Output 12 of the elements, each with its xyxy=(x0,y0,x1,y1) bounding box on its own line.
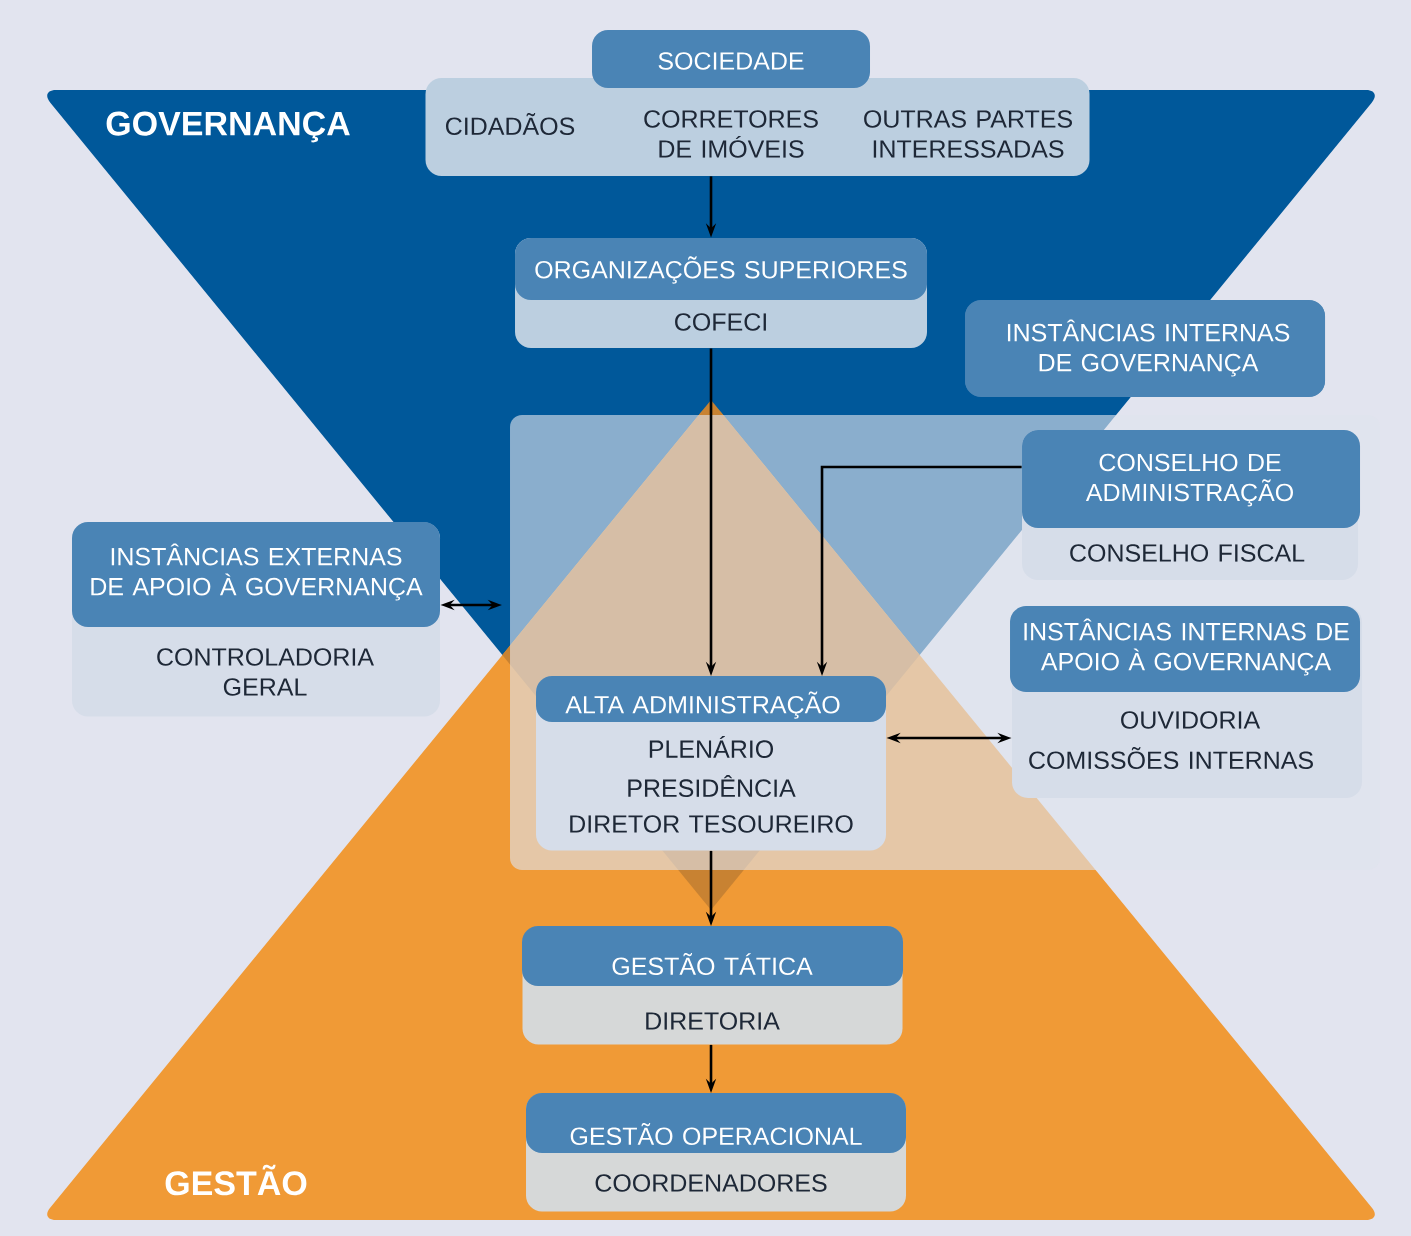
internal-support-box: INSTÂNCIAS INTERNAS DE APOIO À GOVERNANÇA OUVIDORIA COMISSÕES INTERNAS xyxy=(1010,606,1362,798)
operational-box: GESTÃO OPERACIONAL COORDENADORES xyxy=(526,1093,906,1212)
management-title: GESTÃO xyxy=(165,1164,307,1196)
governance-title: GOVERNANÇA xyxy=(106,111,350,143)
tactical-box: GESTÃO TÁTICA DIRETORIA xyxy=(522,926,903,1045)
organization-box: ORGANIZAÇÕES SUPERIORES COFECI xyxy=(515,238,927,348)
administration-box: ALTA ADMINISTRAÇÃO PLENÁRIO PRESIDÊNCIA DIRETOR TESOUREIRO xyxy=(536,676,886,851)
external-box: INSTÂNCIAS EXTERNAS DE APOIO À GOVERNANÇA CONTROLADORIA GERAL xyxy=(72,522,440,717)
stakeholder-box: SOCIEDADE CIDADÃOS CORRETORES DE IMÓVEIS OUTRAS PARTES INTERESSADAS xyxy=(425,30,1090,176)
council-box: CONSELHO DE ADMINISTRAÇÃO CONSELHO FISCAL xyxy=(1022,430,1360,580)
node-label: SOCIEDADE xyxy=(658,52,804,70)
governance-box: INSTÂNCIAS INTERNAS DE GOVERNANÇA xyxy=(965,300,1326,397)
